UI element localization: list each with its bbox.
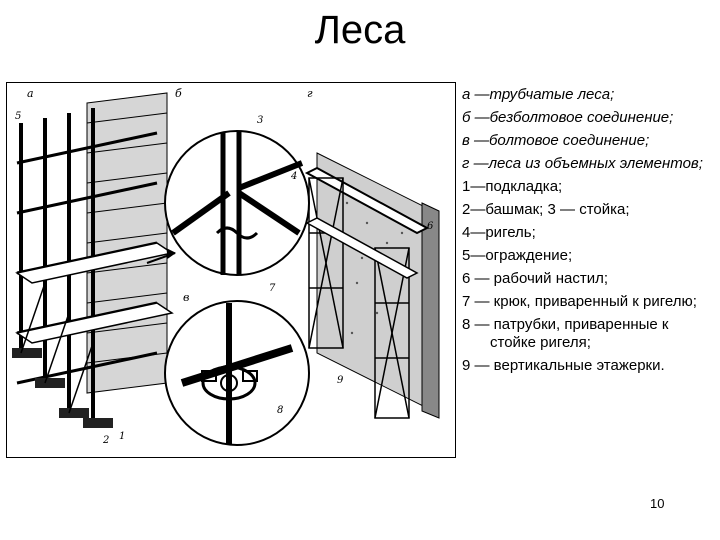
- callout-8: 8: [277, 405, 283, 416]
- panel-b-detail: [164, 130, 310, 276]
- callout-6: 6: [427, 221, 434, 232]
- scaffolding-figure: а б в г 5 3 4 6 7 8 9 1 2: [6, 82, 456, 458]
- slide-title: Леса: [314, 8, 406, 52]
- legend-list: а —трубчатые леса; б —безболтовое соедине…: [462, 86, 718, 380]
- legend-item: 5—ограждение;: [462, 247, 573, 264]
- callout-7: 7: [269, 283, 276, 294]
- legend-item: 6 — рабочий настил;: [462, 270, 609, 287]
- panel-letter-b: б: [175, 87, 182, 100]
- callout-4: 4: [290, 171, 297, 182]
- legend-item: 7 — крюк, приваренный к ригелю;: [462, 293, 697, 310]
- callout-1: 1: [119, 431, 125, 442]
- panel-v-detail: [164, 300, 310, 446]
- panel-a-scaffolding: [7, 83, 177, 457]
- panel-g-volumetric: [304, 152, 440, 419]
- legend-item: 4—ригель;: [462, 224, 536, 241]
- legend-item: а —трубчатые леса;: [462, 86, 615, 103]
- panel-letter-v: в: [183, 291, 189, 304]
- legend-item: 8 — патрубки, приваренные к стойке ригел…: [462, 316, 669, 351]
- legend-item: в —болтовое соединение;: [462, 132, 650, 149]
- scaffolding-drawing: а б в г 5 3 4 6 7 8 9 1 2: [7, 83, 440, 457]
- legend-item: б —безболтовое соединение;: [462, 109, 674, 126]
- legend-item: 1—подкладка;: [462, 178, 563, 195]
- legend-item: 9 — вертикальные этажерки.: [462, 357, 665, 374]
- page-number: 10: [650, 496, 665, 511]
- panel-letter-g: г: [307, 87, 313, 100]
- callout-3: 3: [257, 115, 263, 126]
- callout-5: 5: [15, 111, 21, 122]
- callout-9: 9: [337, 375, 344, 386]
- legend-item: 2—башмак; 3 — стойка;: [462, 201, 630, 218]
- callout-2: 2: [102, 435, 109, 446]
- legend-item: г —леса из объемных элементов;: [462, 155, 703, 172]
- panel-letter-a: а: [27, 87, 34, 100]
